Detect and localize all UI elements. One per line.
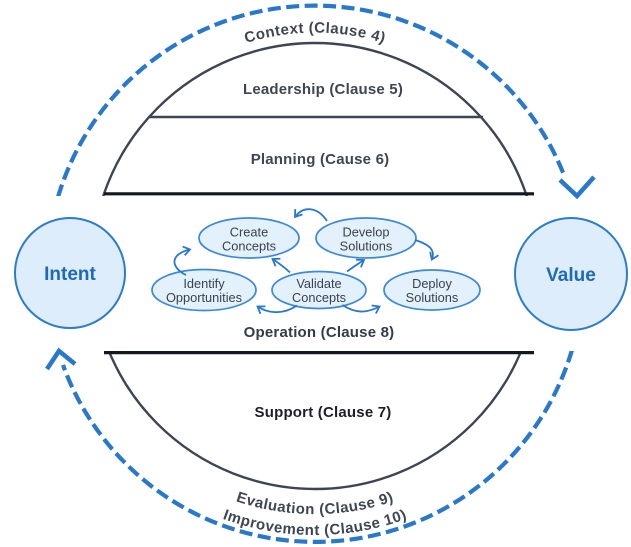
value-label: Value	[546, 265, 596, 286]
intent-label: Intent	[44, 264, 96, 285]
step-deploy-solutions	[383, 269, 481, 311]
cycle-arrowhead-to-intent-icon	[45, 347, 77, 371]
step-validate-concepts	[271, 270, 367, 310]
leadership-label: Leadership (Clause 5)	[243, 81, 403, 98]
support-label: Support (Clause 7)	[255, 404, 392, 421]
arrow-develop-to-create	[294, 208, 328, 222]
step-identify-opportunities	[151, 268, 257, 312]
outer-cycle-top-arc	[55, 3, 566, 198]
step-create-concepts	[198, 217, 300, 259]
planning-label: Planning (Cause 6)	[251, 151, 390, 168]
step-develop-solutions	[315, 217, 417, 259]
value-circle	[514, 217, 628, 331]
operation-label: Operation (Clause 8)	[244, 324, 395, 341]
arrow-validate-to-deploy	[342, 304, 381, 314]
arrow-validate-to-identify	[256, 304, 298, 315]
arrow-validate-to-develop	[346, 258, 366, 273]
outer-cycle-bottom-arc	[61, 349, 575, 544]
arrow-identify-to-create	[173, 245, 192, 276]
arrow-develop-to-deploy	[414, 239, 439, 261]
evaluation-label: Evaluation (Clause 9)	[234, 489, 395, 518]
intent-circle	[14, 217, 126, 329]
arrow-validate-to-create	[271, 257, 291, 274]
cycle-arrowhead-to-value-icon	[558, 175, 596, 200]
